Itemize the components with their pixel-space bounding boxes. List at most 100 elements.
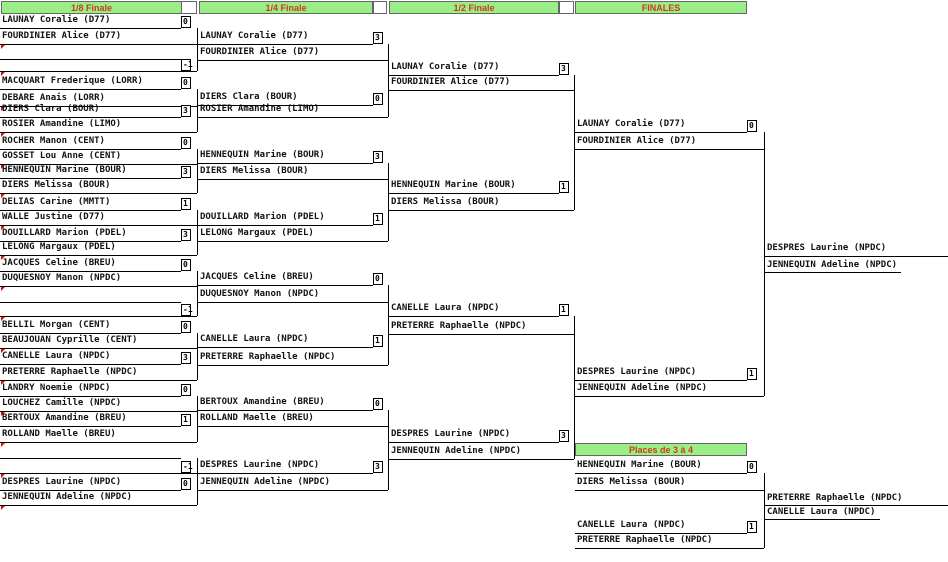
r16-match-player-b[interactable]: LELONG Margaux (PDEL) bbox=[2, 242, 116, 252]
r16-match-player-a[interactable]: HENNEQUIN Marine (BOUR) bbox=[2, 165, 127, 175]
qf-match-player-b[interactable]: PRETERRE Raphaelle (NPDC) bbox=[200, 352, 336, 362]
third-match-player-b[interactable]: DIERS Melissa (BOUR) bbox=[577, 477, 686, 487]
r16-match-player-a[interactable]: DOUILLARD Marion (PDEL) bbox=[2, 228, 127, 238]
r16-match-player-b[interactable]: DEBARE Anais (LORR) bbox=[2, 93, 105, 103]
qf-match-score[interactable]: 3 bbox=[373, 32, 383, 44]
qf-match-player-b[interactable]: LELONG Margaux (PDEL) bbox=[200, 228, 314, 238]
r16-match-player-a[interactable]: MACQUART Frederique (LORR) bbox=[2, 76, 143, 86]
r16-match-player-b[interactable]: ROLLAND Maelle (BREU) bbox=[2, 429, 116, 439]
r16-match-score[interactable]: -1 bbox=[181, 461, 193, 473]
qf-match-score[interactable]: 0 bbox=[373, 398, 383, 410]
final-match-player-a[interactable]: LAUNAY Coralie (D77) bbox=[577, 119, 686, 129]
qf-match-player-a[interactable]: DESPRES Laurine (NPDC) bbox=[200, 460, 320, 470]
sf-match-player-a[interactable]: DESPRES Laurine (NPDC) bbox=[391, 429, 511, 439]
qf-match-player-a[interactable]: CANELLE Laura (NPDC) bbox=[200, 334, 309, 344]
r16-match-score[interactable]: -1 bbox=[181, 304, 193, 316]
sf-match-player-b[interactable]: DIERS Melissa (BOUR) bbox=[391, 197, 500, 207]
r16-match-score[interactable]: 0 bbox=[181, 321, 191, 333]
sf-line-b bbox=[389, 334, 574, 335]
sf-match-score[interactable]: 3 bbox=[559, 63, 569, 75]
third-winner-player-a[interactable]: PRETERRE Raphaelle (NPDC) bbox=[767, 493, 903, 503]
qf-match-score[interactable]: 1 bbox=[373, 213, 383, 225]
qf-match-player-a[interactable]: DIERS Clara (BOUR) bbox=[200, 92, 298, 102]
r16-match-player-b[interactable]: PRETERRE Raphaelle (NPDC) bbox=[2, 367, 138, 377]
champion-player-b[interactable]: JENNEQUIN Adeline (NPDC) bbox=[767, 260, 898, 270]
r16-match-player-a[interactable]: CANELLE Laura (NPDC) bbox=[2, 351, 111, 361]
header-third-place: Places de 3 à 4 bbox=[575, 443, 747, 456]
qf-match-player-b[interactable]: DUQUESNOY Manon (NPDC) bbox=[200, 289, 320, 299]
r16-match-score[interactable]: 0 bbox=[181, 77, 191, 89]
r16-match-score[interactable]: 3 bbox=[181, 166, 191, 178]
qf-match-player-a[interactable]: LAUNAY Coralie (D77) bbox=[200, 31, 309, 41]
r16-match-player-a[interactable]: JACQUES Celine (BREU) bbox=[2, 258, 116, 268]
r16-match-player-a[interactable]: BERTOUX Amandine (BREU) bbox=[2, 413, 127, 423]
r16-match-score[interactable]: 1 bbox=[181, 198, 191, 210]
final-match-player-a[interactable]: DESPRES Laurine (NPDC) bbox=[577, 367, 697, 377]
sf-match-score[interactable]: 3 bbox=[559, 430, 569, 442]
r16-match-score[interactable]: -1 bbox=[181, 59, 193, 71]
r16-match-player-b[interactable]: JENNEQUIN Adeline (NPDC) bbox=[2, 492, 133, 502]
r16-match-player-b[interactable]: BEAUJOUAN Cyprille (CENT) bbox=[2, 335, 138, 345]
third-match-player-a[interactable]: CANELLE Laura (NPDC) bbox=[577, 520, 686, 530]
r16-match-player-b[interactable]: GOSSET Lou Anne (CENT) bbox=[2, 151, 122, 161]
sf-match-player-a[interactable]: LAUNAY Coralie (D77) bbox=[391, 62, 500, 72]
final-match-player-b[interactable]: JENNEQUIN Adeline (NPDC) bbox=[577, 383, 708, 393]
sf-match-player-a[interactable]: CANELLE Laura (NPDC) bbox=[391, 303, 500, 313]
third-winner-player-b[interactable]: CANELLE Laura (NPDC) bbox=[767, 507, 876, 517]
sf-match-score[interactable]: 1 bbox=[559, 304, 569, 316]
sf-match-player-a[interactable]: HENNEQUIN Marine (BOUR) bbox=[391, 180, 516, 190]
r16-match-score[interactable]: 3 bbox=[181, 105, 191, 117]
sf-match-player-b[interactable]: PRETERRE Raphaelle (NPDC) bbox=[391, 321, 527, 331]
qf-match-player-a[interactable]: JACQUES Celine (BREU) bbox=[200, 272, 314, 282]
sf-match-player-b[interactable]: FOURDINIER Alice (D77) bbox=[391, 77, 511, 87]
r16-match-player-a[interactable]: BELLIL Morgan (CENT) bbox=[2, 320, 111, 330]
r16-match-score[interactable]: 0 bbox=[181, 384, 191, 396]
r16-match-player-a[interactable]: LANDRY Noemie (NPDC) bbox=[2, 383, 111, 393]
r16-match-player-b[interactable]: DIERS Melissa (BOUR) bbox=[2, 180, 111, 190]
r16-match-player-a[interactable]: DIERS Clara (BOUR) bbox=[2, 104, 100, 114]
r16-match-player-a[interactable]: DELIAS Carine (MMTT) bbox=[2, 197, 111, 207]
r16-match-player-b[interactable]: FOURDINIER Alice (D77) bbox=[2, 31, 122, 41]
r16-match-player-b[interactable]: ROSIER Amandine (LIMO) bbox=[2, 119, 122, 129]
r16-match-player-a[interactable]: DESPRES Laurine (NPDC) bbox=[2, 477, 122, 487]
qf-match-player-b[interactable]: DIERS Melissa (BOUR) bbox=[200, 166, 309, 176]
r16-match-player-b[interactable]: LOUCHEZ Camille (NPDC) bbox=[2, 398, 122, 408]
sf-match-score[interactable]: 1 bbox=[559, 181, 569, 193]
r16-match-score[interactable]: 0 bbox=[181, 137, 191, 149]
qf-match-score[interactable]: 3 bbox=[373, 461, 383, 473]
r16-match-line-a bbox=[0, 426, 181, 427]
third-match-player-b[interactable]: PRETERRE Raphaelle (NPDC) bbox=[577, 535, 713, 545]
third-match-player-a[interactable]: HENNEQUIN Marine (BOUR) bbox=[577, 460, 702, 470]
final-match-player-b[interactable]: FOURDINIER Alice (D77) bbox=[577, 136, 697, 146]
qf-match-player-a[interactable]: HENNEQUIN Marine (BOUR) bbox=[200, 150, 325, 160]
qf-match-player-b[interactable]: ROLLAND Maelle (BREU) bbox=[200, 413, 314, 423]
qf-match-player-b[interactable]: FOURDINIER Alice (D77) bbox=[200, 47, 320, 57]
r16-match-score[interactable]: 0 bbox=[181, 259, 191, 271]
qf-line-a bbox=[198, 410, 373, 411]
r16-match-score[interactable]: 0 bbox=[181, 16, 191, 28]
r16-match-score[interactable]: 3 bbox=[181, 352, 191, 364]
qf-match-score[interactable]: 1 bbox=[373, 335, 383, 347]
r16-match-player-b[interactable]: WALLE Justine (D77) bbox=[2, 212, 105, 222]
qf-match-player-b[interactable]: ROSIER Amandine (LIMO) bbox=[200, 104, 320, 114]
sf-match-player-b[interactable]: JENNEQUIN Adeline (NPDC) bbox=[391, 446, 522, 456]
qf-match-player-a[interactable]: DOUILLARD Marion (PDEL) bbox=[200, 212, 325, 222]
qf-match-score[interactable]: 0 bbox=[373, 93, 383, 105]
third-match-score[interactable]: 0 bbox=[747, 461, 757, 473]
qf-match-player-a[interactable]: BERTOUX Amandine (BREU) bbox=[200, 397, 325, 407]
qf-match-score[interactable]: 3 bbox=[373, 151, 383, 163]
final-match-score[interactable]: 0 bbox=[747, 120, 757, 132]
r16-match-player-a[interactable]: LAUNAY Coralie (D77) bbox=[2, 15, 111, 25]
header-sf: 1/2 Finale bbox=[389, 1, 559, 14]
final-match-score[interactable]: 1 bbox=[747, 368, 757, 380]
third-match-score[interactable]: 1 bbox=[747, 521, 757, 533]
r16-match-player-b[interactable]: DUQUESNOY Manon (NPDC) bbox=[2, 273, 122, 283]
r16-match-score[interactable]: 3 bbox=[181, 229, 191, 241]
r16-match-score[interactable]: 0 bbox=[181, 478, 191, 490]
qf-line-a bbox=[198, 285, 373, 286]
r16-match-score[interactable]: 1 bbox=[181, 414, 191, 426]
r16-match-player-a[interactable]: ROCHER Manon (CENT) bbox=[2, 136, 105, 146]
qf-match-score[interactable]: 0 bbox=[373, 273, 383, 285]
champion-player-a[interactable]: DESPRES Laurine (NPDC) bbox=[767, 243, 887, 253]
qf-match-player-b[interactable]: JENNEQUIN Adeline (NPDC) bbox=[200, 477, 331, 487]
